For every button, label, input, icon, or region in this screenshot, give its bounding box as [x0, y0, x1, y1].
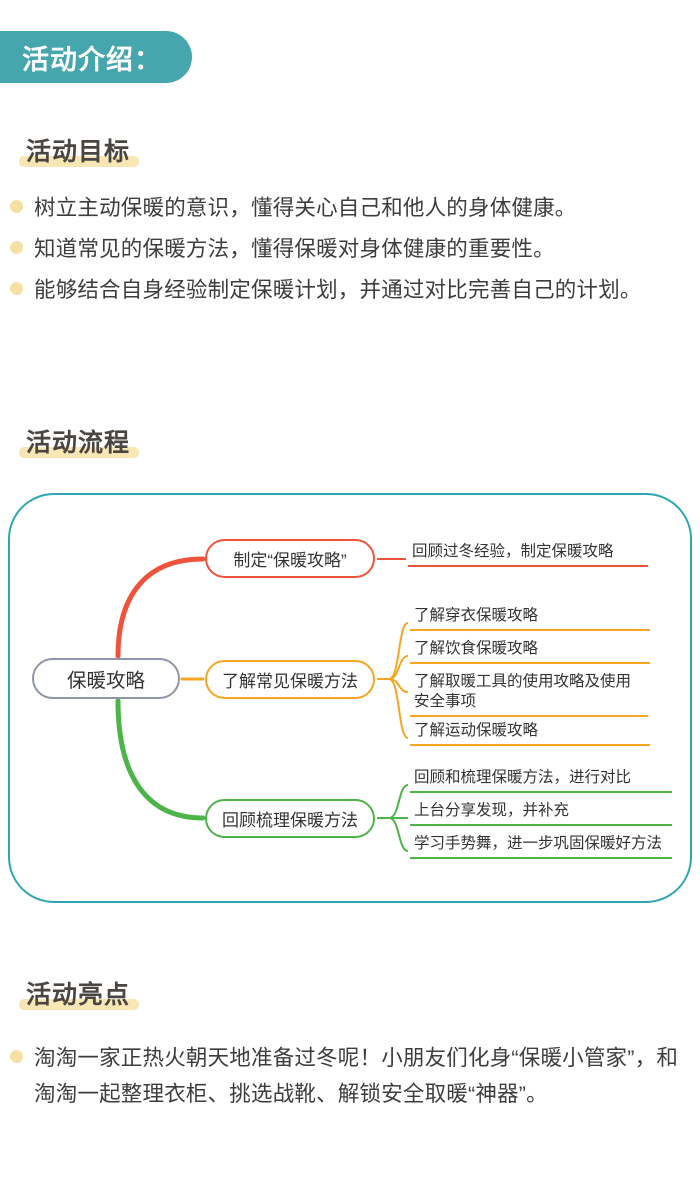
mindmap-branch-node-3: 回顾梳理保暖方法 [205, 799, 375, 838]
mindmap-branch-node-2: 了解常见保暖方法 [205, 660, 375, 699]
list-item: 能够结合自身经验制定保暖计划，并通过对比完善自己的计划。 [10, 272, 682, 308]
bullet-dot-icon [10, 282, 23, 295]
mindmap-leaf: 回顾和梳理保暖方法，进行对比 [410, 766, 672, 793]
section-heading-goal-label: 活动目标 [26, 138, 131, 166]
heading-highlight-bar [19, 156, 140, 167]
mindmap-root-label: 保暖攻略 [66, 670, 145, 692]
bullet-dot-icon [10, 1050, 23, 1063]
banner-title: 活动介绍： [22, 44, 162, 75]
mindmap-branch-label-2: 了解常见保暖方法 [222, 672, 358, 691]
mindmap-leaf: 了解运动保暖攻略 [410, 719, 650, 746]
bullet-dot-icon [10, 200, 23, 213]
mindmap-frame [8, 493, 692, 903]
mindmap-branch-label-1: 制定“保暖攻略” [233, 551, 347, 570]
mindmap-branch-label-3: 回顾梳理保暖方法 [222, 811, 358, 830]
section-heading-flow: 活动流程 [19, 423, 140, 459]
mindmap-leaf: 回顾过冬经验，制定保暖攻略 [408, 540, 648, 567]
highlight-text: 淘淘一家正热火朝天地准备过冬呢！小朋友们化身“保暖小管家”，和淘淘一起整理衣柜、… [34, 1046, 679, 1106]
goals-list: 树立主动保暖的意识，懂得关心自己和他人的身体健康。 知道常见的保暖方法，懂得保暖… [10, 190, 682, 313]
highlights-list: 淘淘一家正热火朝天地准备过冬呢！小朋友们化身“保暖小管家”，和淘淘一起整理衣柜、… [10, 1040, 682, 1117]
section-heading-highlight-label: 活动亮点 [26, 981, 131, 1009]
mindmap-root-node: 保暖攻略 [32, 658, 180, 699]
bullet-dot-icon [10, 241, 23, 254]
goal-text: 知道常见的保暖方法，懂得保暖对身体健康的重要性。 [34, 237, 555, 261]
mindmap-leaf: 学习手势舞，进一步巩固保暖好方法 [410, 832, 672, 859]
mindmap-leaf: 了解饮食保暖攻略 [410, 637, 650, 664]
list-item: 知道常见的保暖方法，懂得保暖对身体健康的重要性。 [10, 231, 682, 267]
mindmap-leaf: 了解穿衣保暖攻略 [410, 604, 650, 631]
section-heading-flow-label: 活动流程 [26, 429, 131, 457]
mindmap-connectors [115, 556, 409, 852]
activity-flow-mindmap: 保暖攻略 制定“保暖攻略” 回顾过冬经验，制定保暖攻略 了解常见保暖方法 了解穿… [8, 493, 692, 903]
goal-text: 树立主动保暖的意识，懂得关心自己和他人的身体健康。 [34, 196, 577, 220]
mindmap-leaf: 上台分享发现，并补充 [410, 799, 672, 826]
list-item: 树立主动保暖的意识，懂得关心自己和他人的身体健康。 [10, 190, 682, 226]
goal-text: 能够结合自身经验制定保暖计划，并通过对比完善自己的计划。 [34, 278, 642, 302]
mindmap-branch-node-1: 制定“保暖攻略” [205, 539, 375, 578]
heading-highlight-bar [19, 447, 140, 458]
page-banner: 活动介绍： [0, 31, 192, 83]
section-heading-highlight: 活动亮点 [19, 975, 140, 1011]
list-item: 淘淘一家正热火朝天地准备过冬呢！小朋友们化身“保暖小管家”，和淘淘一起整理衣柜、… [10, 1040, 682, 1112]
section-heading-goal: 活动目标 [19, 132, 140, 168]
heading-highlight-bar [19, 999, 140, 1010]
mindmap-leaf: 了解取暖工具的使用攻略及使用安全事项 [410, 670, 648, 717]
